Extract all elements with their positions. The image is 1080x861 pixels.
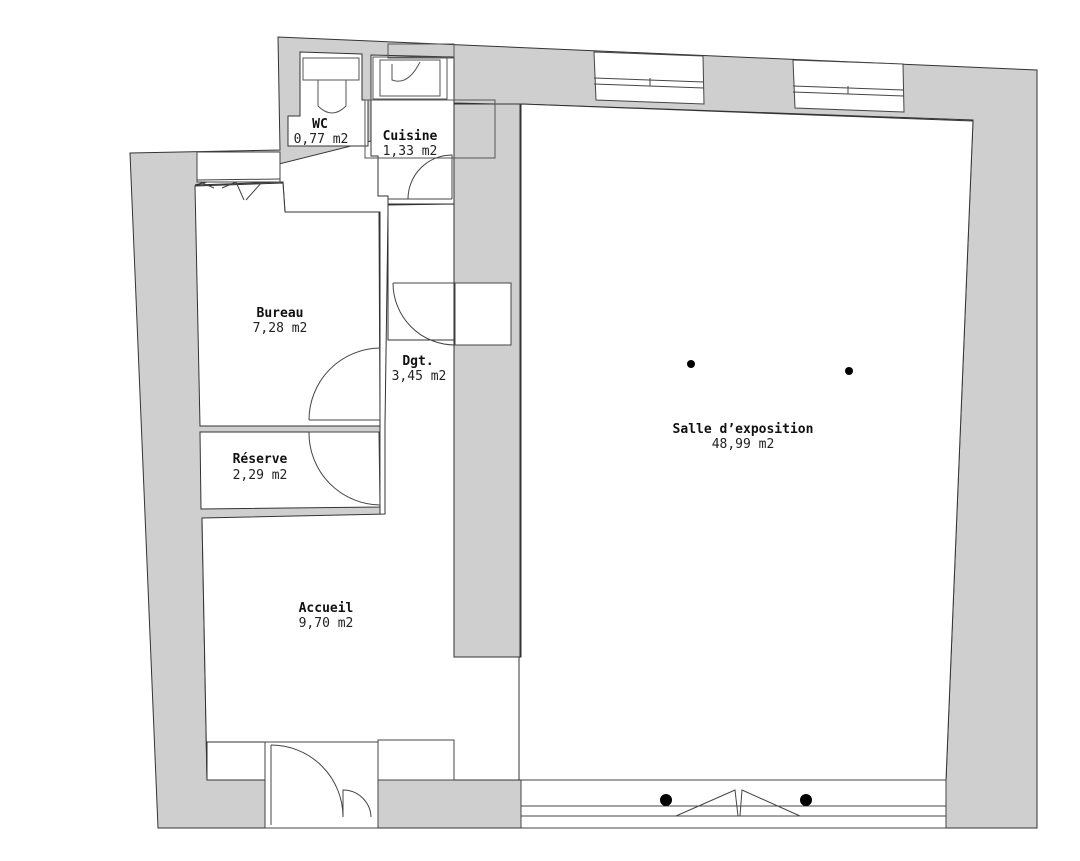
label-wc: WC 0,77 m2 <box>294 117 349 147</box>
svg-text:3,45 m2: 3,45 m2 <box>392 369 447 384</box>
svg-text:9,70 m2: 9,70 m2 <box>299 616 354 631</box>
bureau-window <box>196 151 281 201</box>
room-wc <box>287 51 369 147</box>
svg-text:Accueil: Accueil <box>299 601 354 616</box>
svg-text:1,33 m2: 1,33 m2 <box>383 144 438 159</box>
label-bureau: Bureau 7,28 m2 <box>253 306 308 336</box>
svg-text:Bureau: Bureau <box>257 306 304 321</box>
svg-text:WC: WC <box>312 117 328 132</box>
label-salle-exposition: Salle d’exposition 48,99 m2 <box>673 422 814 452</box>
room-bureau <box>194 182 381 427</box>
svg-text:0,77 m2: 0,77 m2 <box>294 132 349 147</box>
svg-text:Réserve: Réserve <box>233 452 288 467</box>
central-wall <box>453 103 521 658</box>
svg-text:48,99 m2: 48,99 m2 <box>712 437 775 452</box>
svg-text:Salle d’exposition: Salle d’exposition <box>673 422 814 437</box>
top-windows <box>593 51 905 113</box>
room-dgt <box>387 203 455 341</box>
kitchen-fixtures <box>364 43 496 159</box>
svg-text:Dgt.: Dgt. <box>402 354 433 369</box>
svg-text:7,28 m2: 7,28 m2 <box>253 321 308 336</box>
room-reserve <box>199 431 381 510</box>
shop-window <box>520 779 947 829</box>
svg-text:2,29 m2: 2,29 m2 <box>233 468 288 483</box>
pillars <box>660 360 853 806</box>
label-accueil: Accueil 9,70 m2 <box>299 601 354 631</box>
wc-fixtures <box>302 57 360 114</box>
label-reserve: Réserve 2,29 m2 <box>233 452 288 483</box>
doors <box>264 154 512 829</box>
label-cuisine: Cuisine 1,33 m2 <box>383 129 438 159</box>
label-dgt: Dgt. 3,45 m2 <box>392 354 447 384</box>
svg-text:Cuisine: Cuisine <box>383 129 438 144</box>
